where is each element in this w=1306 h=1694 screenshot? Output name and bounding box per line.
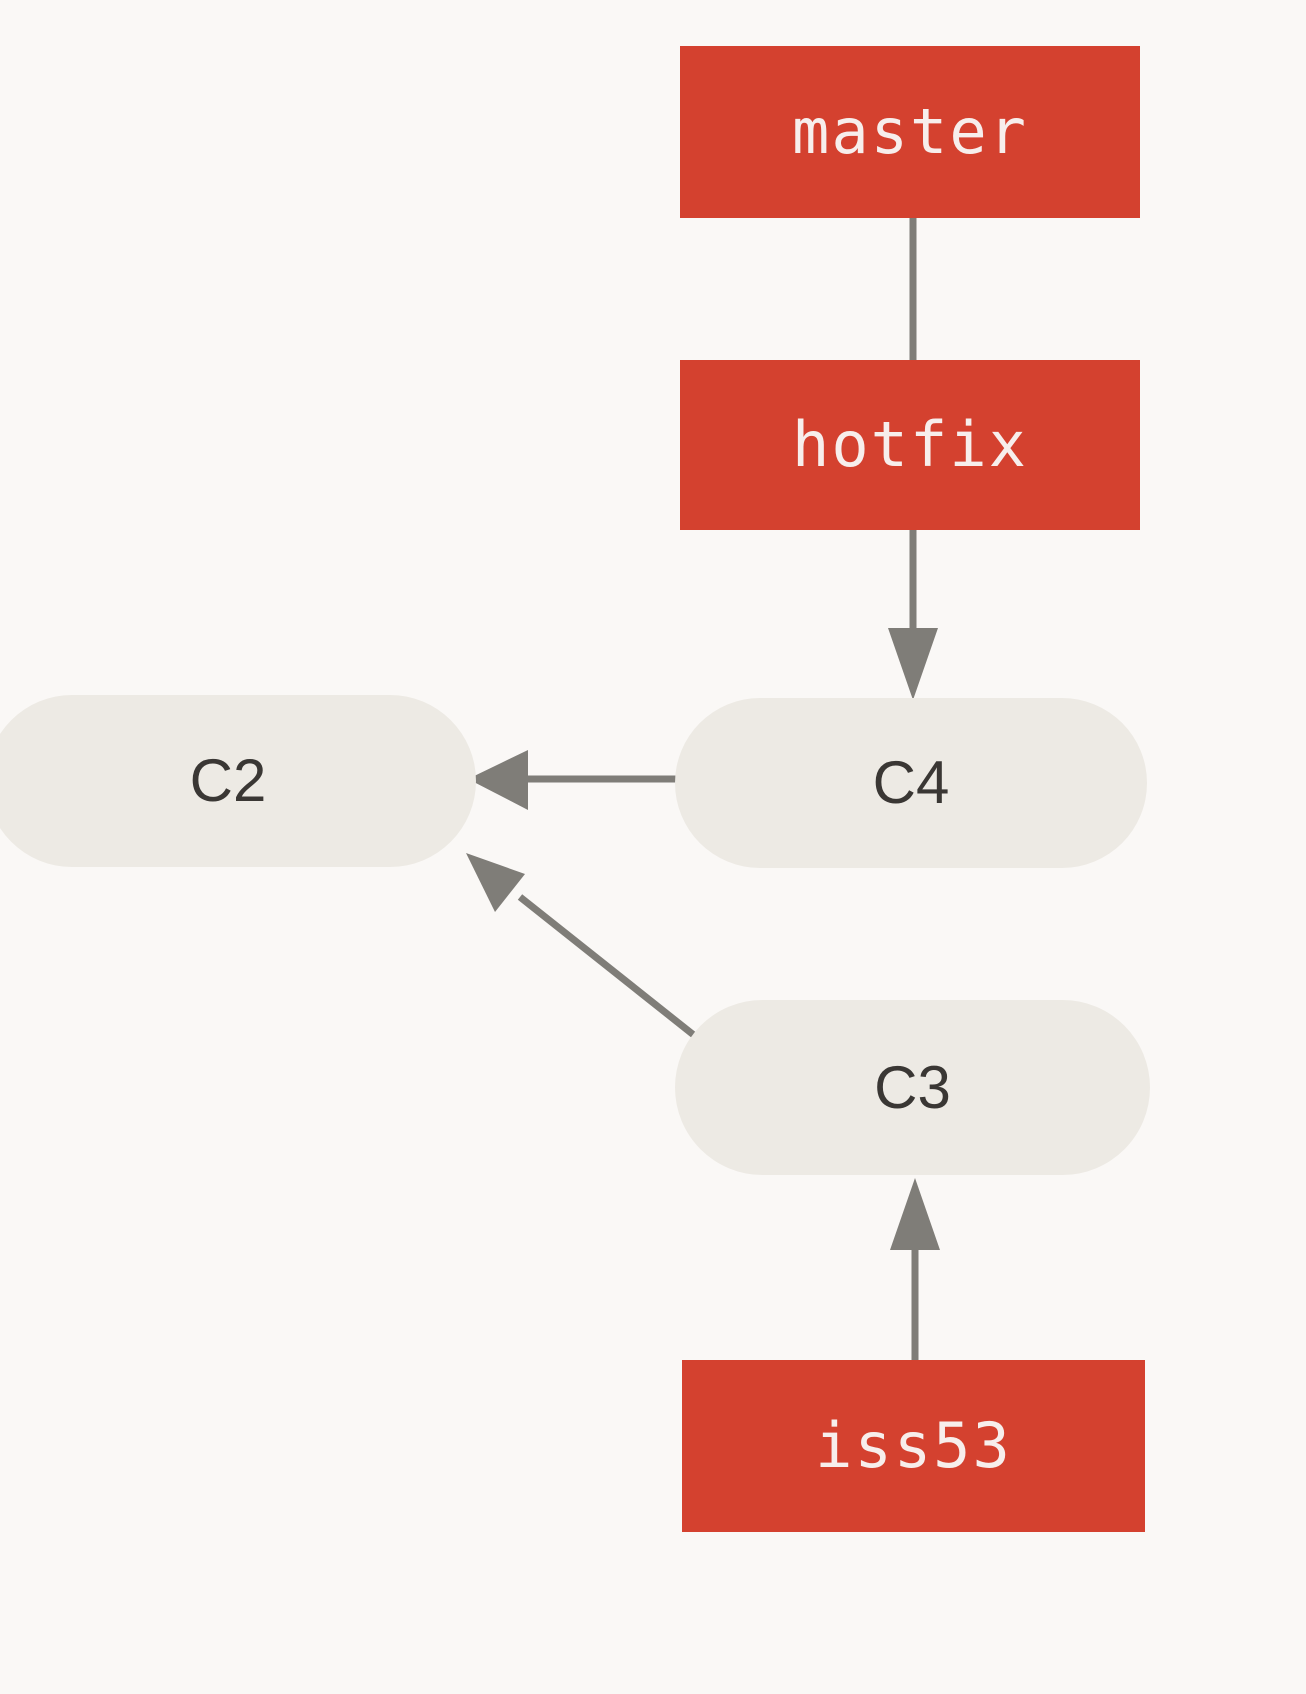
commit-node-c2[interactable]: C2 [0,695,476,867]
commit-node-c3[interactable]: C3 [675,1000,1150,1175]
commit-label-c2: C2 [189,747,267,814]
edge-hotfix-to-c4-arrowhead [888,628,938,700]
edge-c3-to-c2-line [517,894,703,1043]
edge-c4-to-c2-arrowhead [468,750,528,810]
commit-label-c4: C4 [872,749,950,816]
branch-box-hotfix[interactable]: hotfix [680,360,1140,530]
branch-box-master[interactable]: master [680,46,1140,218]
edge-c3-to-c2-arrowhead [466,853,525,912]
branch-label-iss53: iss53 [815,1409,1012,1482]
edge-iss53-to-c3-arrowhead [890,1178,940,1250]
branch-label-hotfix: hotfix [792,408,1028,481]
commit-node-c4[interactable]: C4 [675,698,1147,868]
commit-label-c3: C3 [874,1053,951,1121]
branch-box-iss53[interactable]: iss53 [682,1360,1145,1532]
branch-label-master: master [792,95,1028,168]
